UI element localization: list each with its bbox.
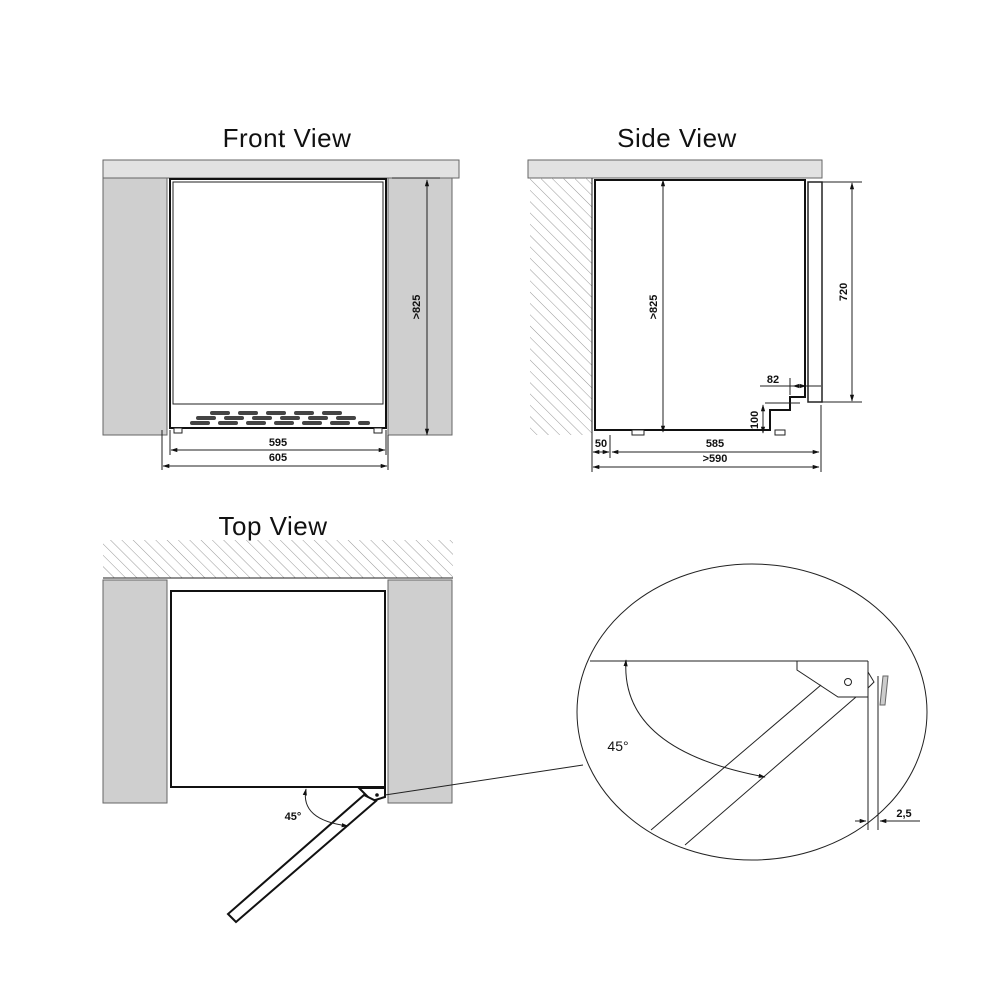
door-height-label: 720 <box>838 283 850 301</box>
top-view-title: Top View <box>218 511 327 541</box>
foot <box>173 427 183 434</box>
front-view: Front View >825 595 605 <box>102 123 460 470</box>
outer-width-label: 605 <box>269 452 287 464</box>
countertop <box>102 159 460 179</box>
side-view-title: Side View <box>617 123 737 153</box>
appliance-door <box>172 181 384 405</box>
angle-arc <box>302 788 349 828</box>
right-cabinet <box>387 579 453 804</box>
side-view: Side View >825 720 82 100 50 585 >590 <box>527 123 862 472</box>
detail-circle <box>576 563 928 861</box>
height-label: >825 <box>411 295 423 320</box>
hinge-detail: 45° 2,5 <box>576 563 928 861</box>
door-side <box>807 181 823 403</box>
hinge-pin-icon <box>844 678 852 686</box>
rear-wall <box>103 540 453 578</box>
left-cabinet <box>102 177 168 436</box>
plinth-height-label: 100 <box>749 411 761 429</box>
ventilation-grille <box>190 411 370 425</box>
gap-label: 2,5 <box>896 808 911 820</box>
open-door <box>226 793 378 924</box>
foot <box>373 427 383 434</box>
wall <box>530 178 592 435</box>
wall-gap-label: 50 <box>595 438 607 450</box>
top-view: Top View 45° <box>102 511 584 924</box>
appliance-body <box>169 178 387 429</box>
height-label: >825 <box>648 295 660 320</box>
inner-width-label: 595 <box>269 437 287 449</box>
right-cabinet <box>387 177 453 436</box>
detail-angle-arc <box>623 659 766 778</box>
left-cabinet <box>102 579 168 804</box>
detail-leader-line <box>384 764 584 796</box>
door-depth-label: 82 <box>767 374 779 386</box>
body-depth-label: 585 <box>706 438 724 450</box>
door-angle-label: 45° <box>285 811 302 823</box>
front-view-title: Front View <box>223 123 352 153</box>
appliance-body-top <box>170 590 386 788</box>
total-depth-label: >590 <box>703 453 728 465</box>
countertop <box>527 159 823 179</box>
appliance-body-side <box>594 179 806 431</box>
detail-angle-label: 45° <box>607 738 628 754</box>
